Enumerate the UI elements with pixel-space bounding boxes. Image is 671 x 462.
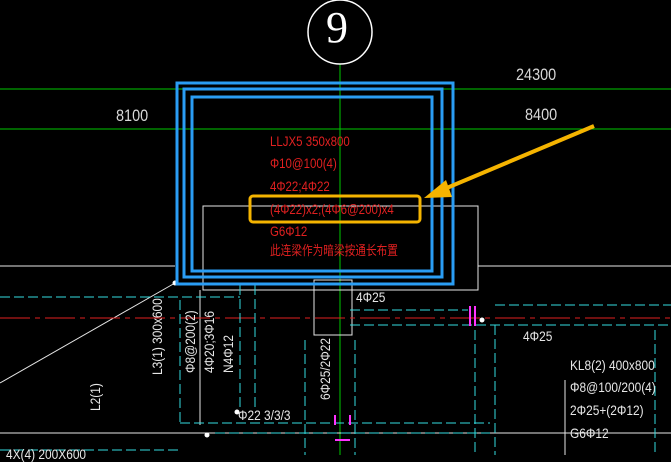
kl8-line4[interactable]: G6Φ12: [570, 425, 609, 441]
rebar-label-right: 4Φ25: [523, 328, 553, 344]
beam-annotation-line6[interactable]: 此连梁作为暗梁按通长布置: [270, 243, 398, 258]
l3-label-c: 4Φ20;3Φ16: [201, 310, 217, 373]
selection-highlight-inner: [190, 95, 434, 273]
column-box: [313, 279, 353, 336]
node-dot: [234, 409, 240, 415]
l2-label: L2(1): [87, 383, 103, 411]
wall-outline: [202, 205, 479, 291]
kl8-line3[interactable]: 2Φ25+(2Φ12): [570, 402, 644, 418]
column-rebar-label: 6Φ25/2Φ22: [317, 337, 333, 400]
selection-highlight-middle: [182, 87, 444, 279]
rebar-label-bottom: Φ22 3/3/3: [238, 407, 291, 423]
beam-annotation-line3[interactable]: 4Φ22;4Φ22: [270, 178, 330, 194]
bottom-left-partial-label: 4X(4) 200X600: [6, 446, 87, 462]
node-dot: [204, 432, 210, 438]
l3-label-a: L3(1) 300x600: [149, 298, 165, 375]
rebar-label-top: 4Φ25: [356, 289, 386, 305]
grid-bubble-circle[interactable]: [307, 0, 373, 65]
cyan-dashed-beams: [0, 285, 671, 455]
l3-label-b: Φ8@200(2): [182, 310, 198, 373]
dimension-right: 8400: [525, 105, 558, 124]
node-dot: [479, 317, 485, 323]
beam-annotation-line5[interactable]: G6Φ12: [270, 223, 308, 239]
dimension-top-right: 24300: [516, 65, 557, 84]
callout-arrow-head: [424, 180, 452, 198]
l3-label-d: N4Φ12: [220, 335, 236, 373]
beam-annotation-line4[interactable]: (4Φ22)x2;(4Φ6@200)x4: [270, 201, 394, 217]
callout-box[interactable]: [248, 194, 422, 224]
beam-annotation-line1[interactable]: LLJX5 350x800: [270, 133, 350, 149]
callout-arrow-shaft: [441, 124, 595, 192]
magenta-marks: [334, 306, 476, 441]
beam-annotation-line2[interactable]: Φ10@100(4): [270, 155, 337, 171]
diagonal-line: [0, 282, 176, 384]
kl8-line1[interactable]: KL8(2) 400x800: [570, 357, 655, 373]
kl8-line2[interactable]: Φ8@100/200(4): [570, 379, 656, 395]
grid-bubble-label: 9: [326, 3, 348, 52]
dimension-left: 8100: [116, 106, 149, 125]
